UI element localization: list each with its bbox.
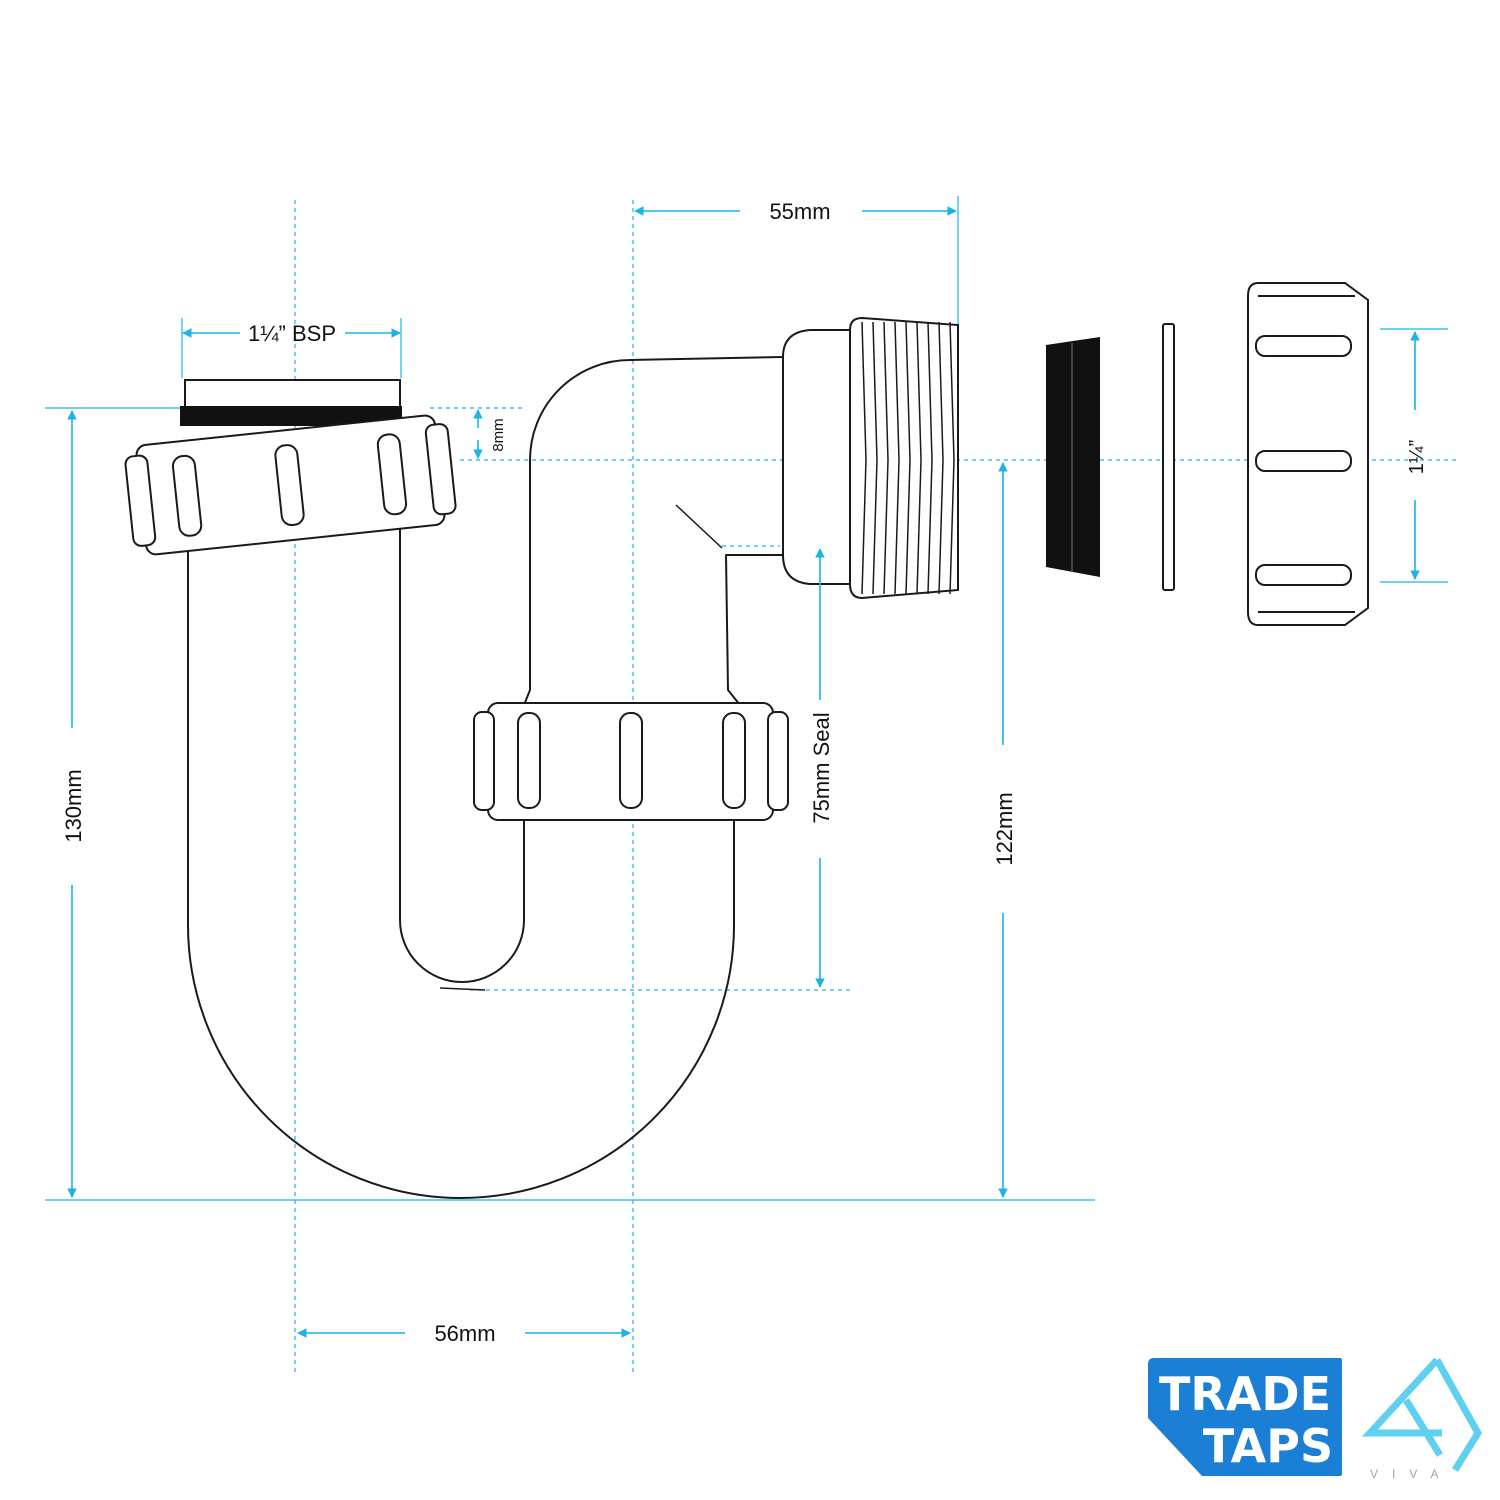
trade-taps-logo: TRADE TAPS	[1148, 1358, 1342, 1476]
trade-taps-line2: TAPS	[1203, 1419, 1333, 1473]
compression-nut-grip	[1255, 564, 1352, 586]
bsp-label: 1¼” BSP	[248, 321, 336, 346]
trap-body	[187, 356, 784, 1199]
inlet-nut-flange-left	[124, 454, 157, 547]
nut-size-label: 1¼”	[1406, 440, 1428, 474]
flat-washer	[1162, 323, 1175, 591]
middle-nut-grip	[722, 712, 746, 809]
middle-nut	[473, 702, 789, 821]
extension-lines	[45, 196, 1448, 1201]
inlet-nut-grip	[274, 444, 305, 527]
middle-nut-flange-right	[767, 711, 789, 811]
thread-line	[927, 321, 933, 595]
thread-line	[872, 321, 878, 595]
outlet-length-label: 55mm	[769, 199, 830, 224]
compression-nut-grip	[1255, 450, 1352, 472]
cone-washer	[1046, 337, 1100, 577]
viva-logo: VIVA	[1362, 1357, 1483, 1481]
inner-u-bend	[399, 522, 525, 983]
thread-line	[883, 321, 889, 595]
middle-nut-grip	[619, 712, 643, 809]
washer-height-label: 8mm	[490, 418, 507, 451]
trade-taps-badge	[1148, 1358, 1342, 1476]
dimension-labels: 1¼” BSP 55mm 8mm 130mm 75mm Seal 122mm 5…	[61, 199, 1428, 1346]
middle-nut-flange-left	[473, 711, 495, 811]
dimension-arrows	[67, 206, 1420, 1338]
inlet-top	[180, 379, 402, 426]
internal-cut-line	[675, 504, 723, 549]
thread-line	[861, 321, 867, 595]
inlet-nut	[124, 414, 457, 556]
compression-nut-grip	[1255, 335, 1352, 357]
outer-u-bend	[187, 550, 735, 1199]
outlet-height-label: 122mm	[992, 792, 1017, 865]
middle-nut-grip	[517, 712, 541, 809]
thread-line	[905, 321, 911, 595]
inlet-nut-grip	[376, 433, 408, 516]
compression-nut	[1247, 282, 1369, 626]
outlet-threaded-spigot	[782, 316, 959, 600]
outlet-collar	[782, 329, 851, 585]
bottom-inner-arc-hint	[439, 987, 486, 991]
overall-height-label: 130mm	[61, 769, 86, 842]
thread-lines	[861, 321, 955, 595]
outlet-riser-inner	[725, 554, 783, 706]
thread-line	[949, 321, 955, 595]
thread-line	[938, 321, 944, 595]
thread-line	[894, 321, 900, 595]
viva-triangle-icon	[1362, 1357, 1483, 1472]
cone-washer-shape	[1046, 337, 1100, 577]
trade-taps-line1: TRADE	[1159, 1367, 1331, 1421]
inlet-nut-grip	[171, 454, 203, 537]
seal-depth-label: 75mm Seal	[809, 712, 834, 823]
inlet-nut-flange-right	[424, 423, 457, 516]
outlet-thread-body	[849, 316, 959, 600]
outlet-riser-outer	[523, 356, 784, 706]
inlet-washer	[180, 406, 402, 426]
centres-label: 56mm	[434, 1321, 495, 1346]
inlet-spigot	[184, 379, 401, 409]
viva-wordmark: VIVA	[1370, 1467, 1452, 1481]
thread-line	[916, 321, 922, 595]
